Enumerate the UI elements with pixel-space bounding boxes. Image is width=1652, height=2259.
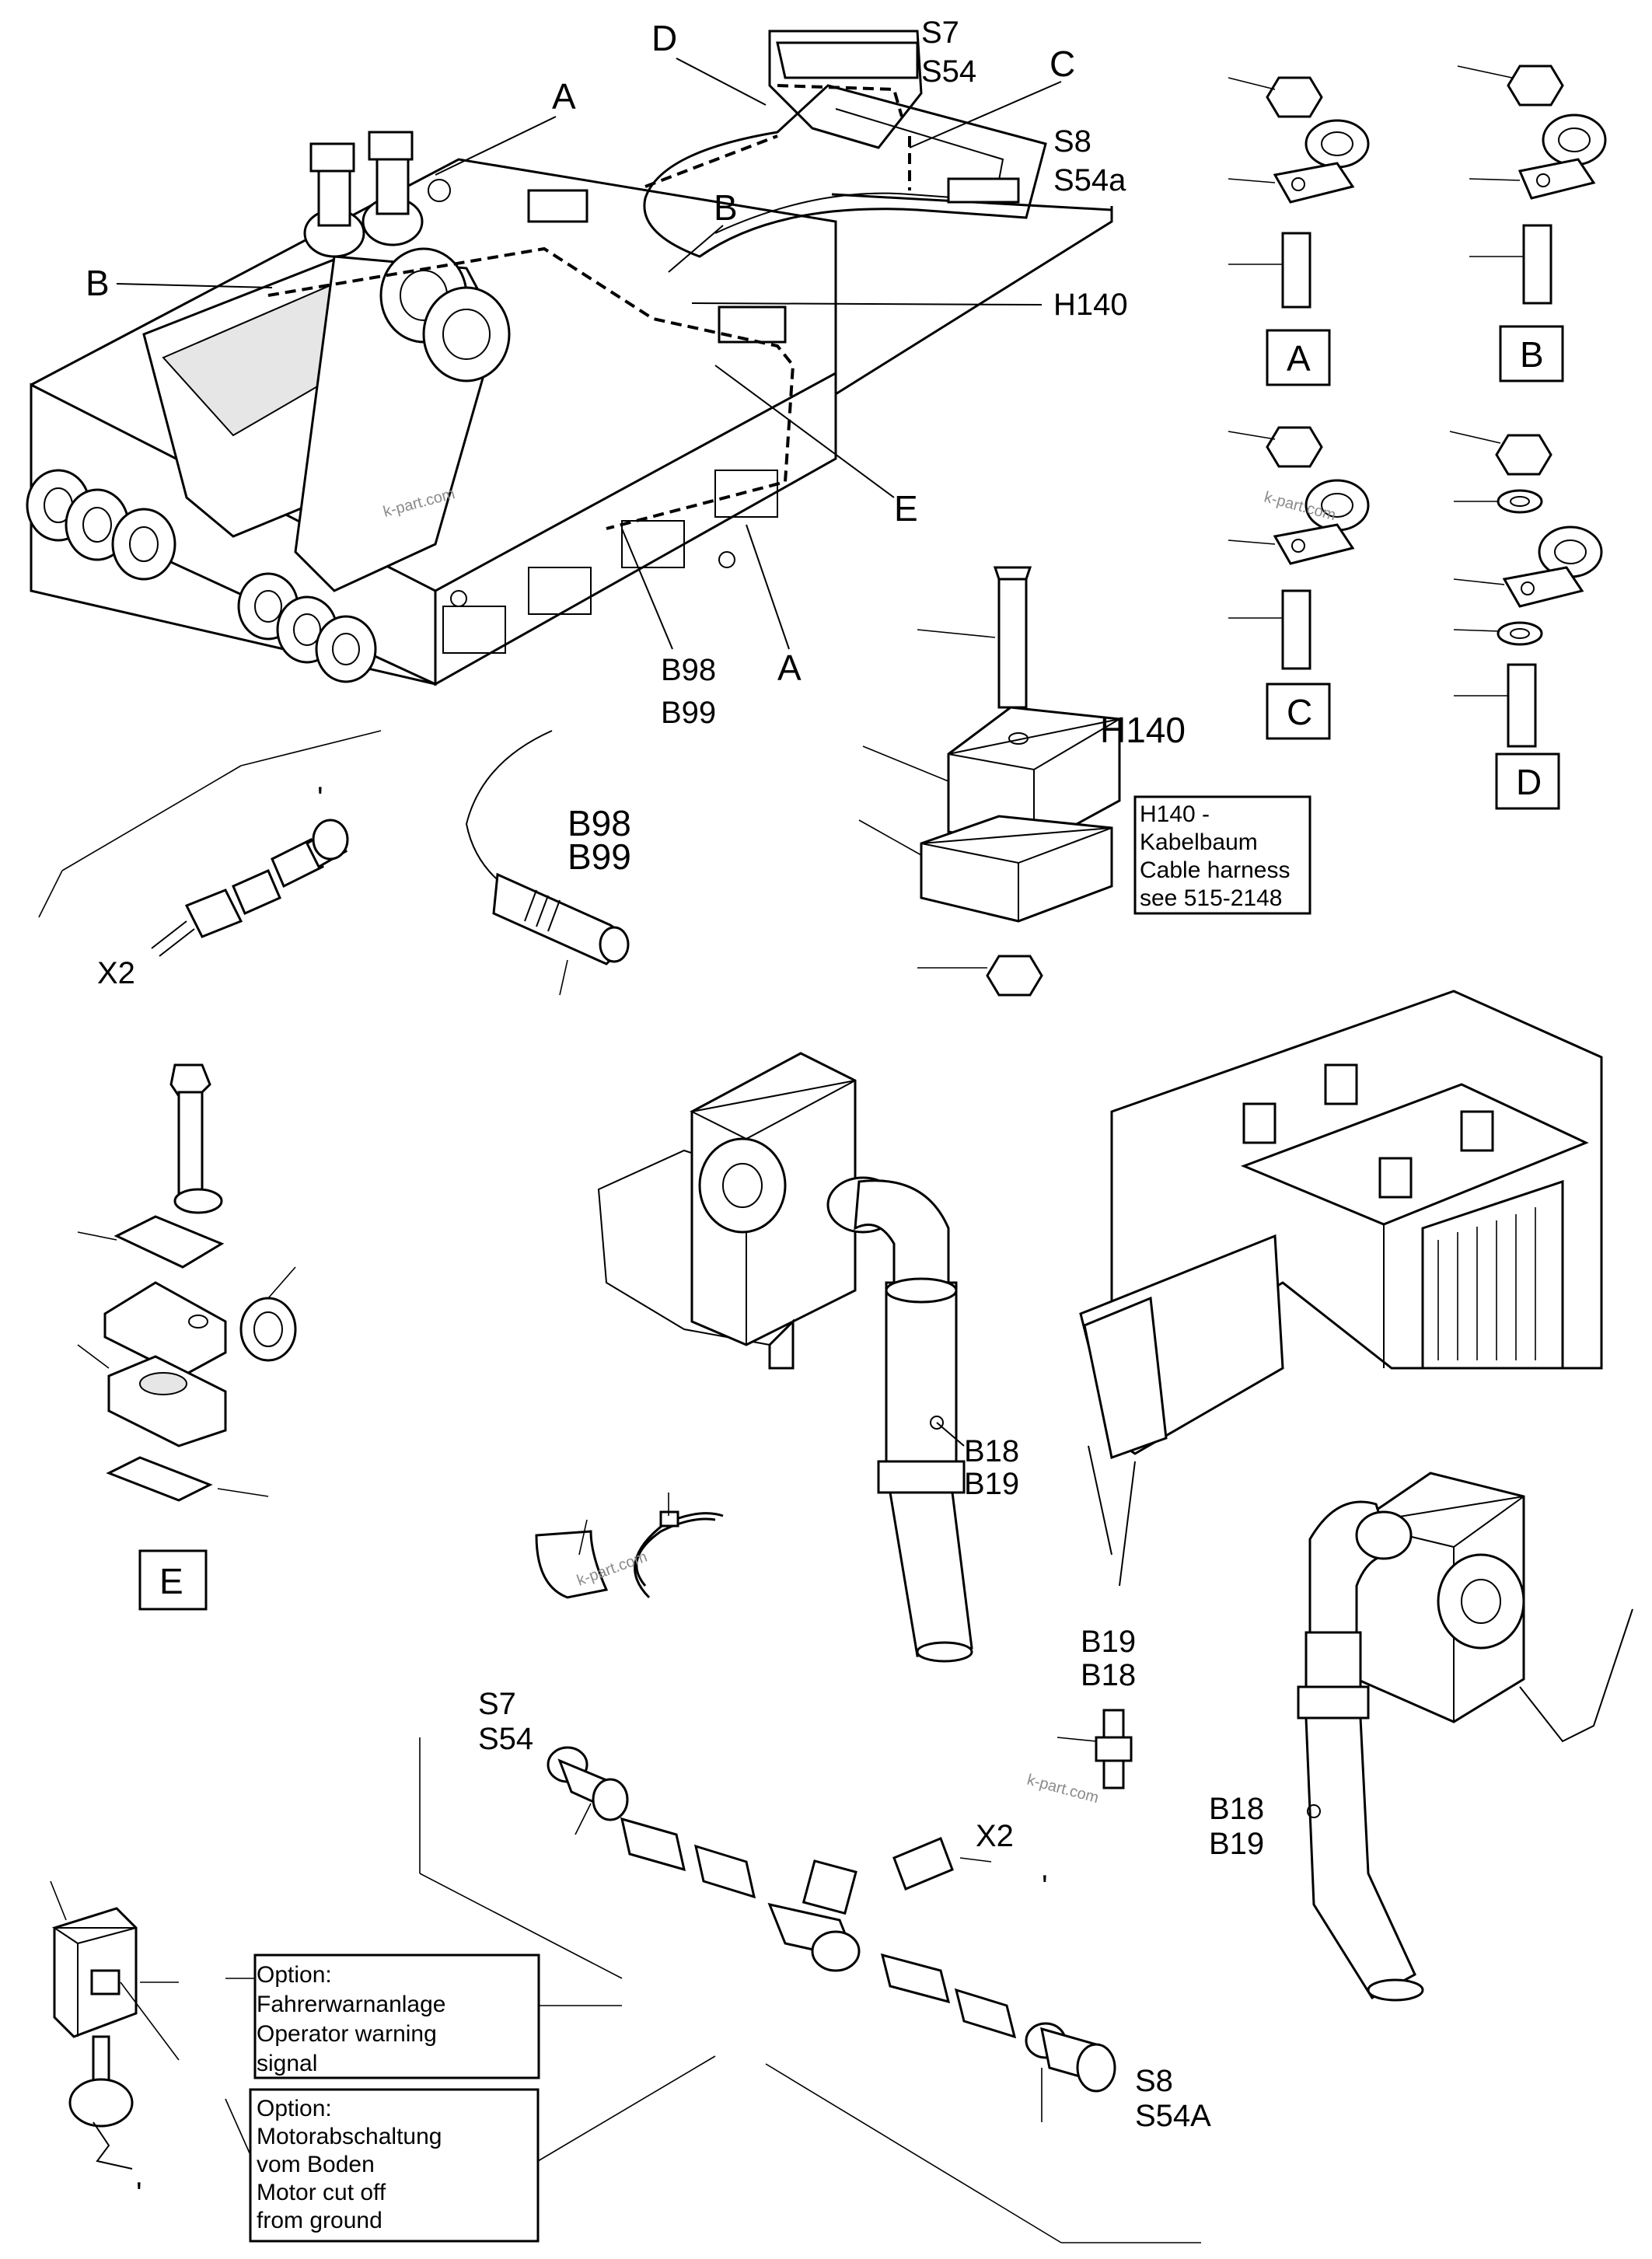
label-b18-right: B18 bbox=[1209, 1792, 1264, 1826]
box-e bbox=[138, 1549, 208, 1611]
label-b98-frame: B98 bbox=[661, 653, 716, 687]
label-s7: S7 bbox=[921, 16, 959, 50]
cable-tie: k-part.com bbox=[535, 1493, 724, 1599]
label-b19-right: B19 bbox=[1209, 1827, 1264, 1861]
main-frame bbox=[26, 30, 1113, 686]
h140-note-line-1: H140 - bbox=[1140, 801, 1210, 827]
connector-s8-s54a bbox=[1025, 2022, 1116, 2093]
option2-box bbox=[249, 2088, 540, 2243]
label-a-top: A bbox=[552, 76, 576, 117]
label-e-frame: E bbox=[894, 488, 918, 529]
option2-line-2: Motorabschaltung bbox=[257, 2124, 442, 2149]
option2-line-1: Option: bbox=[257, 2096, 332, 2121]
option2-line-5: from ground bbox=[257, 2208, 382, 2233]
box-b bbox=[1499, 325, 1564, 382]
box-e-label: E bbox=[159, 1561, 183, 1601]
box-c bbox=[1266, 683, 1331, 740]
label-s54a-bottom: S54A bbox=[1135, 2099, 1211, 2133]
label-b-left: B bbox=[86, 263, 110, 303]
label-x2-left: X2 bbox=[97, 956, 135, 990]
pipe-center: B18 B19 bbox=[597, 1052, 1019, 1663]
label-b99-sensor: B99 bbox=[568, 836, 631, 877]
watermark-4: k-part.com bbox=[1025, 1772, 1101, 1807]
hinge-lugs bbox=[26, 469, 377, 683]
label-b19-switch: B19 bbox=[1081, 1625, 1136, 1659]
label-s8-bottom: S8 bbox=[1135, 2064, 1173, 2098]
h140-note-line-4: see 515-2148 bbox=[1140, 885, 1283, 911]
label-c-top: C bbox=[1050, 44, 1075, 84]
tick-mark-2: ' bbox=[1042, 1870, 1048, 1904]
connector-x2-left: X2 ' bbox=[38, 730, 382, 990]
clip-detail-b: B bbox=[1457, 65, 1607, 382]
option2-line-4: Motor cut off bbox=[257, 2180, 386, 2205]
h140-note-line-3: Cable harness bbox=[1140, 857, 1290, 883]
clip-detail-d: D bbox=[1449, 431, 1603, 810]
clip-details: A B C k-part bbox=[1228, 65, 1607, 810]
clamp-detail-e: E bbox=[77, 1063, 297, 1611]
box-d bbox=[1495, 752, 1560, 810]
tick-mark-3: ' bbox=[136, 2177, 142, 2211]
main-frame-labels: A B B C D S7 S54 S8 S54a H140 E B98 B99 … bbox=[86, 16, 1128, 730]
h140-note-box bbox=[1133, 795, 1311, 915]
option-switch: ' Option: Fahrerwarnanlage Operator warn… bbox=[50, 1880, 716, 2243]
label-h140-detail: H140 bbox=[1100, 710, 1186, 750]
machine-body bbox=[1079, 990, 1603, 1587]
lower-harness: S7 S54 X2 S8 S54A ' bbox=[419, 1687, 1211, 2243]
option1-line-3: Operator warning bbox=[257, 2021, 437, 2047]
clip-detail-a: A bbox=[1228, 76, 1370, 386]
box-d-label: D bbox=[1516, 762, 1542, 802]
label-b18-pipe: B18 bbox=[964, 1434, 1019, 1468]
pressure-switch: B19 B18 k-part.com bbox=[1025, 1625, 1136, 1807]
label-s54a: S54a bbox=[1053, 163, 1126, 197]
option1-line-2: Fahrerwarnanlage bbox=[257, 1992, 445, 2017]
machine-brackets bbox=[1242, 1063, 1494, 1199]
option1-line-4: signal bbox=[257, 2051, 317, 2076]
clip-detail-c: C k-part.com bbox=[1228, 426, 1370, 740]
label-s54-bottom: S54 bbox=[478, 1722, 533, 1756]
h140-note-line-2: Kabelbaum bbox=[1140, 829, 1258, 855]
option1-box bbox=[253, 1953, 540, 2079]
label-a-bottom: A bbox=[777, 648, 802, 688]
tick-mark-1: ' bbox=[317, 781, 323, 815]
label-b18-switch: B18 bbox=[1081, 1658, 1136, 1692]
box-c-label: C bbox=[1287, 692, 1312, 732]
label-b99-frame: B99 bbox=[661, 696, 716, 730]
label-b19-pipe: B19 bbox=[964, 1467, 1019, 1501]
sensor-b98-b99: B98 B99 bbox=[465, 730, 631, 996]
h140-detail: H140 H140 - Kabelbaum Cable harness see … bbox=[858, 566, 1311, 997]
label-s54: S54 bbox=[921, 54, 976, 89]
label-b98-sensor: B98 bbox=[568, 803, 631, 843]
label-h140-top: H140 bbox=[1053, 288, 1128, 322]
label-d-top: D bbox=[651, 18, 677, 58]
box-a-label: A bbox=[1287, 338, 1311, 379]
pipe-right: B18 B19 bbox=[1209, 1472, 1633, 2002]
option2-line-3: vom Boden bbox=[257, 2152, 375, 2177]
t-connector bbox=[767, 1859, 861, 1972]
label-b-inner: B bbox=[714, 187, 738, 228]
box-b-label: B bbox=[1520, 334, 1544, 375]
box-a bbox=[1266, 329, 1331, 386]
connector-s7-s54 bbox=[547, 1746, 629, 1835]
label-s8: S8 bbox=[1053, 124, 1091, 159]
joysticks bbox=[303, 131, 424, 258]
option1-line-1: Option: bbox=[257, 1962, 332, 1988]
label-x2-right: X2 bbox=[976, 1819, 1014, 1853]
label-s7-bottom: S7 bbox=[478, 1687, 516, 1721]
